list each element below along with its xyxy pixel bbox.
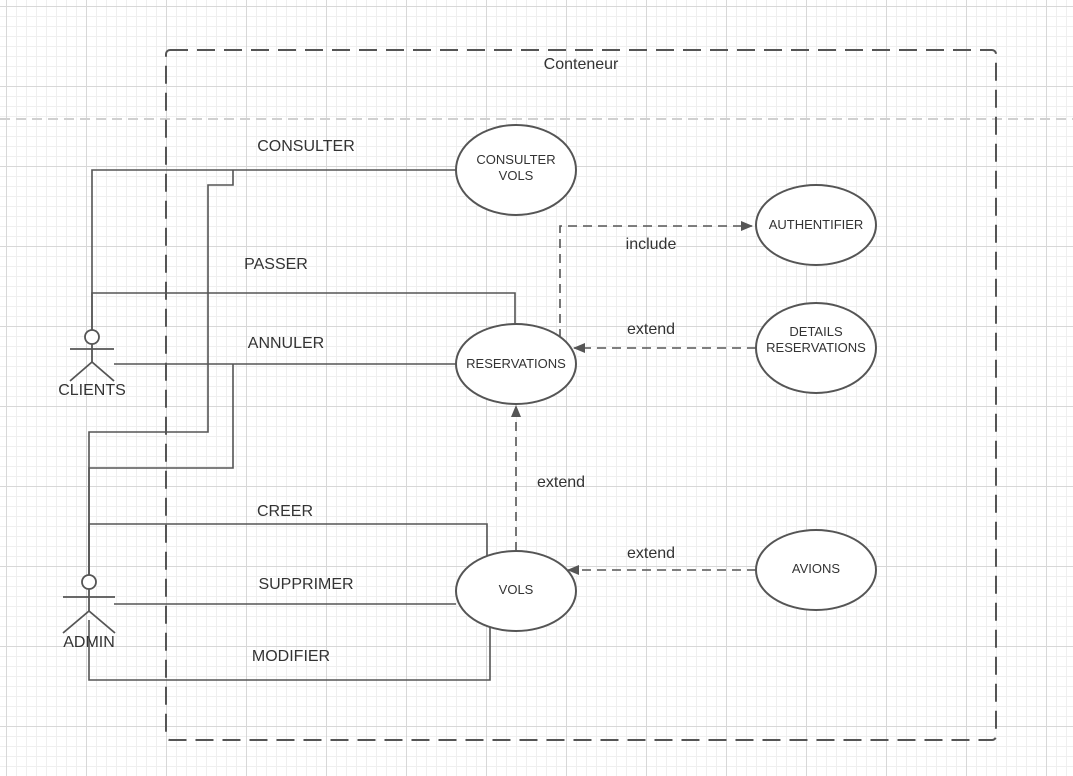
actor-label: ADMIN bbox=[63, 634, 115, 651]
edge-labels: CONSULTER PASSER ANNULER CREER SUPPRIMER… bbox=[244, 138, 676, 665]
label-passer: PASSER bbox=[244, 256, 308, 273]
use-case-consulter-vols[interactable]: CONSULTER VOLS bbox=[455, 124, 577, 216]
association-admin-consulter-vols[interactable] bbox=[88, 170, 234, 575]
use-case-avions[interactable]: AVIONS bbox=[755, 529, 877, 611]
use-case-label: AVIONS bbox=[792, 561, 840, 576]
label-modifier: MODIFIER bbox=[252, 648, 330, 665]
label-include: include bbox=[626, 236, 677, 253]
association-clients-consulter-vols[interactable] bbox=[91, 169, 456, 330]
actor-head-icon bbox=[81, 574, 97, 590]
use-case-label: AUTHENTIFIER bbox=[769, 217, 864, 232]
association-lines bbox=[88, 169, 516, 681]
association-admin-modifier-vols[interactable] bbox=[88, 620, 491, 681]
use-case-label: CONSULTER bbox=[476, 152, 555, 167]
use-case-details-reservations[interactable]: DETAILS RESERVATIONS bbox=[755, 302, 877, 394]
container-label: Conteneur bbox=[544, 56, 619, 73]
container-frame bbox=[165, 49, 997, 741]
label-extend-details: extend bbox=[627, 321, 675, 338]
include-reservations-authentifier[interactable] bbox=[559, 221, 753, 338]
actor-admin[interactable]: ADMIN bbox=[62, 574, 116, 651]
actor-clients[interactable]: CLIENTS bbox=[58, 329, 126, 399]
use-case-authentifier[interactable]: AUTHENTIFIER bbox=[755, 184, 877, 266]
association-clients-passer-reservations[interactable] bbox=[91, 292, 516, 330]
actor-head-icon bbox=[84, 329, 100, 345]
label-extend-avions: extend bbox=[627, 545, 675, 562]
label-extend-vols: extend bbox=[537, 474, 585, 491]
actor-label: CLIENTS bbox=[58, 382, 126, 399]
label-supprimer: SUPPRIMER bbox=[258, 576, 353, 593]
system-boundary[interactable]: Conteneur bbox=[165, 49, 997, 741]
use-case-label: VOLS bbox=[499, 582, 534, 597]
association-admin-reservations[interactable] bbox=[88, 364, 234, 575]
dependency-arrows bbox=[511, 221, 756, 575]
use-case-reservations[interactable]: RESERVATIONS bbox=[455, 323, 577, 405]
use-case-label: RESERVATIONS bbox=[466, 356, 566, 371]
association-admin-creer-vols[interactable] bbox=[88, 523, 488, 575]
use-case-vols[interactable]: VOLS bbox=[455, 550, 577, 632]
label-annuler: ANNULER bbox=[248, 335, 324, 352]
label-consulter: CONSULTER bbox=[257, 138, 355, 155]
use-case-label: DETAILS bbox=[789, 324, 843, 339]
label-creer: CREER bbox=[257, 503, 313, 520]
use-case-label: VOLS bbox=[499, 168, 534, 183]
use-case-label: RESERVATIONS bbox=[766, 340, 866, 355]
